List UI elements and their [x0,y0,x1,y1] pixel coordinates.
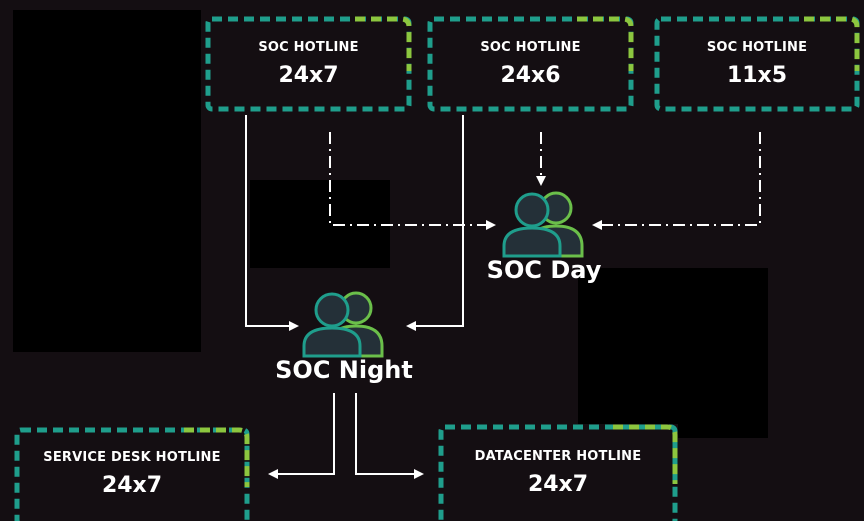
connector-night-to-service-desk [268,393,335,479]
hotline-hours: 24x7 [101,473,163,498]
team-label: SOC Day [486,256,602,284]
hotline-title: SOC HOTLINE [480,40,581,55]
hotline-title: SERVICE DESK HOTLINE [43,450,221,465]
dashed-border [438,424,678,521]
hotline-hours: 24x7 [527,471,589,497]
connector-24x7-to-day [329,132,496,230]
team-soc-day: SOC Day [470,186,618,284]
people-group-icon [302,291,384,358]
background-panel [578,268,768,438]
connector-11x5-to-day [592,132,761,230]
hotline-card-11x5: SOC HOTLINE 11x5 [654,16,860,112]
hotline-hours: 24x7 [278,63,339,88]
people-group-icon [502,191,584,258]
hotline-title: SOC HOTLINE [258,40,359,55]
background-panel [13,10,201,352]
hotline-title: SOC HOTLINE [706,40,808,55]
dashed-border [14,427,250,521]
dashed-border [654,16,860,112]
service-desk-hotline-card: SERVICE DESK HOTLINE 24x7 [14,427,250,521]
team-label: SOC Night [275,356,413,384]
hotline-hours: 24x6 [500,63,561,88]
team-soc-night: SOC Night [267,286,421,384]
dashed-border [205,16,412,112]
connector-24x7-to-night [245,115,299,331]
connector-24x6-to-night [406,115,464,331]
hotline-title: DATACENTER HOTLINE [474,448,642,464]
hotline-card-24x6: SOC HOTLINE 24x6 [427,16,634,112]
dashed-border [427,16,634,112]
hotline-card-24x7: SOC HOTLINE 24x7 [205,16,412,112]
connector-night-to-datacenter [355,393,424,479]
datacenter-hotline-card: DATACENTER HOTLINE 24x7 [438,424,678,521]
hotline-hours: 11x5 [726,63,788,88]
